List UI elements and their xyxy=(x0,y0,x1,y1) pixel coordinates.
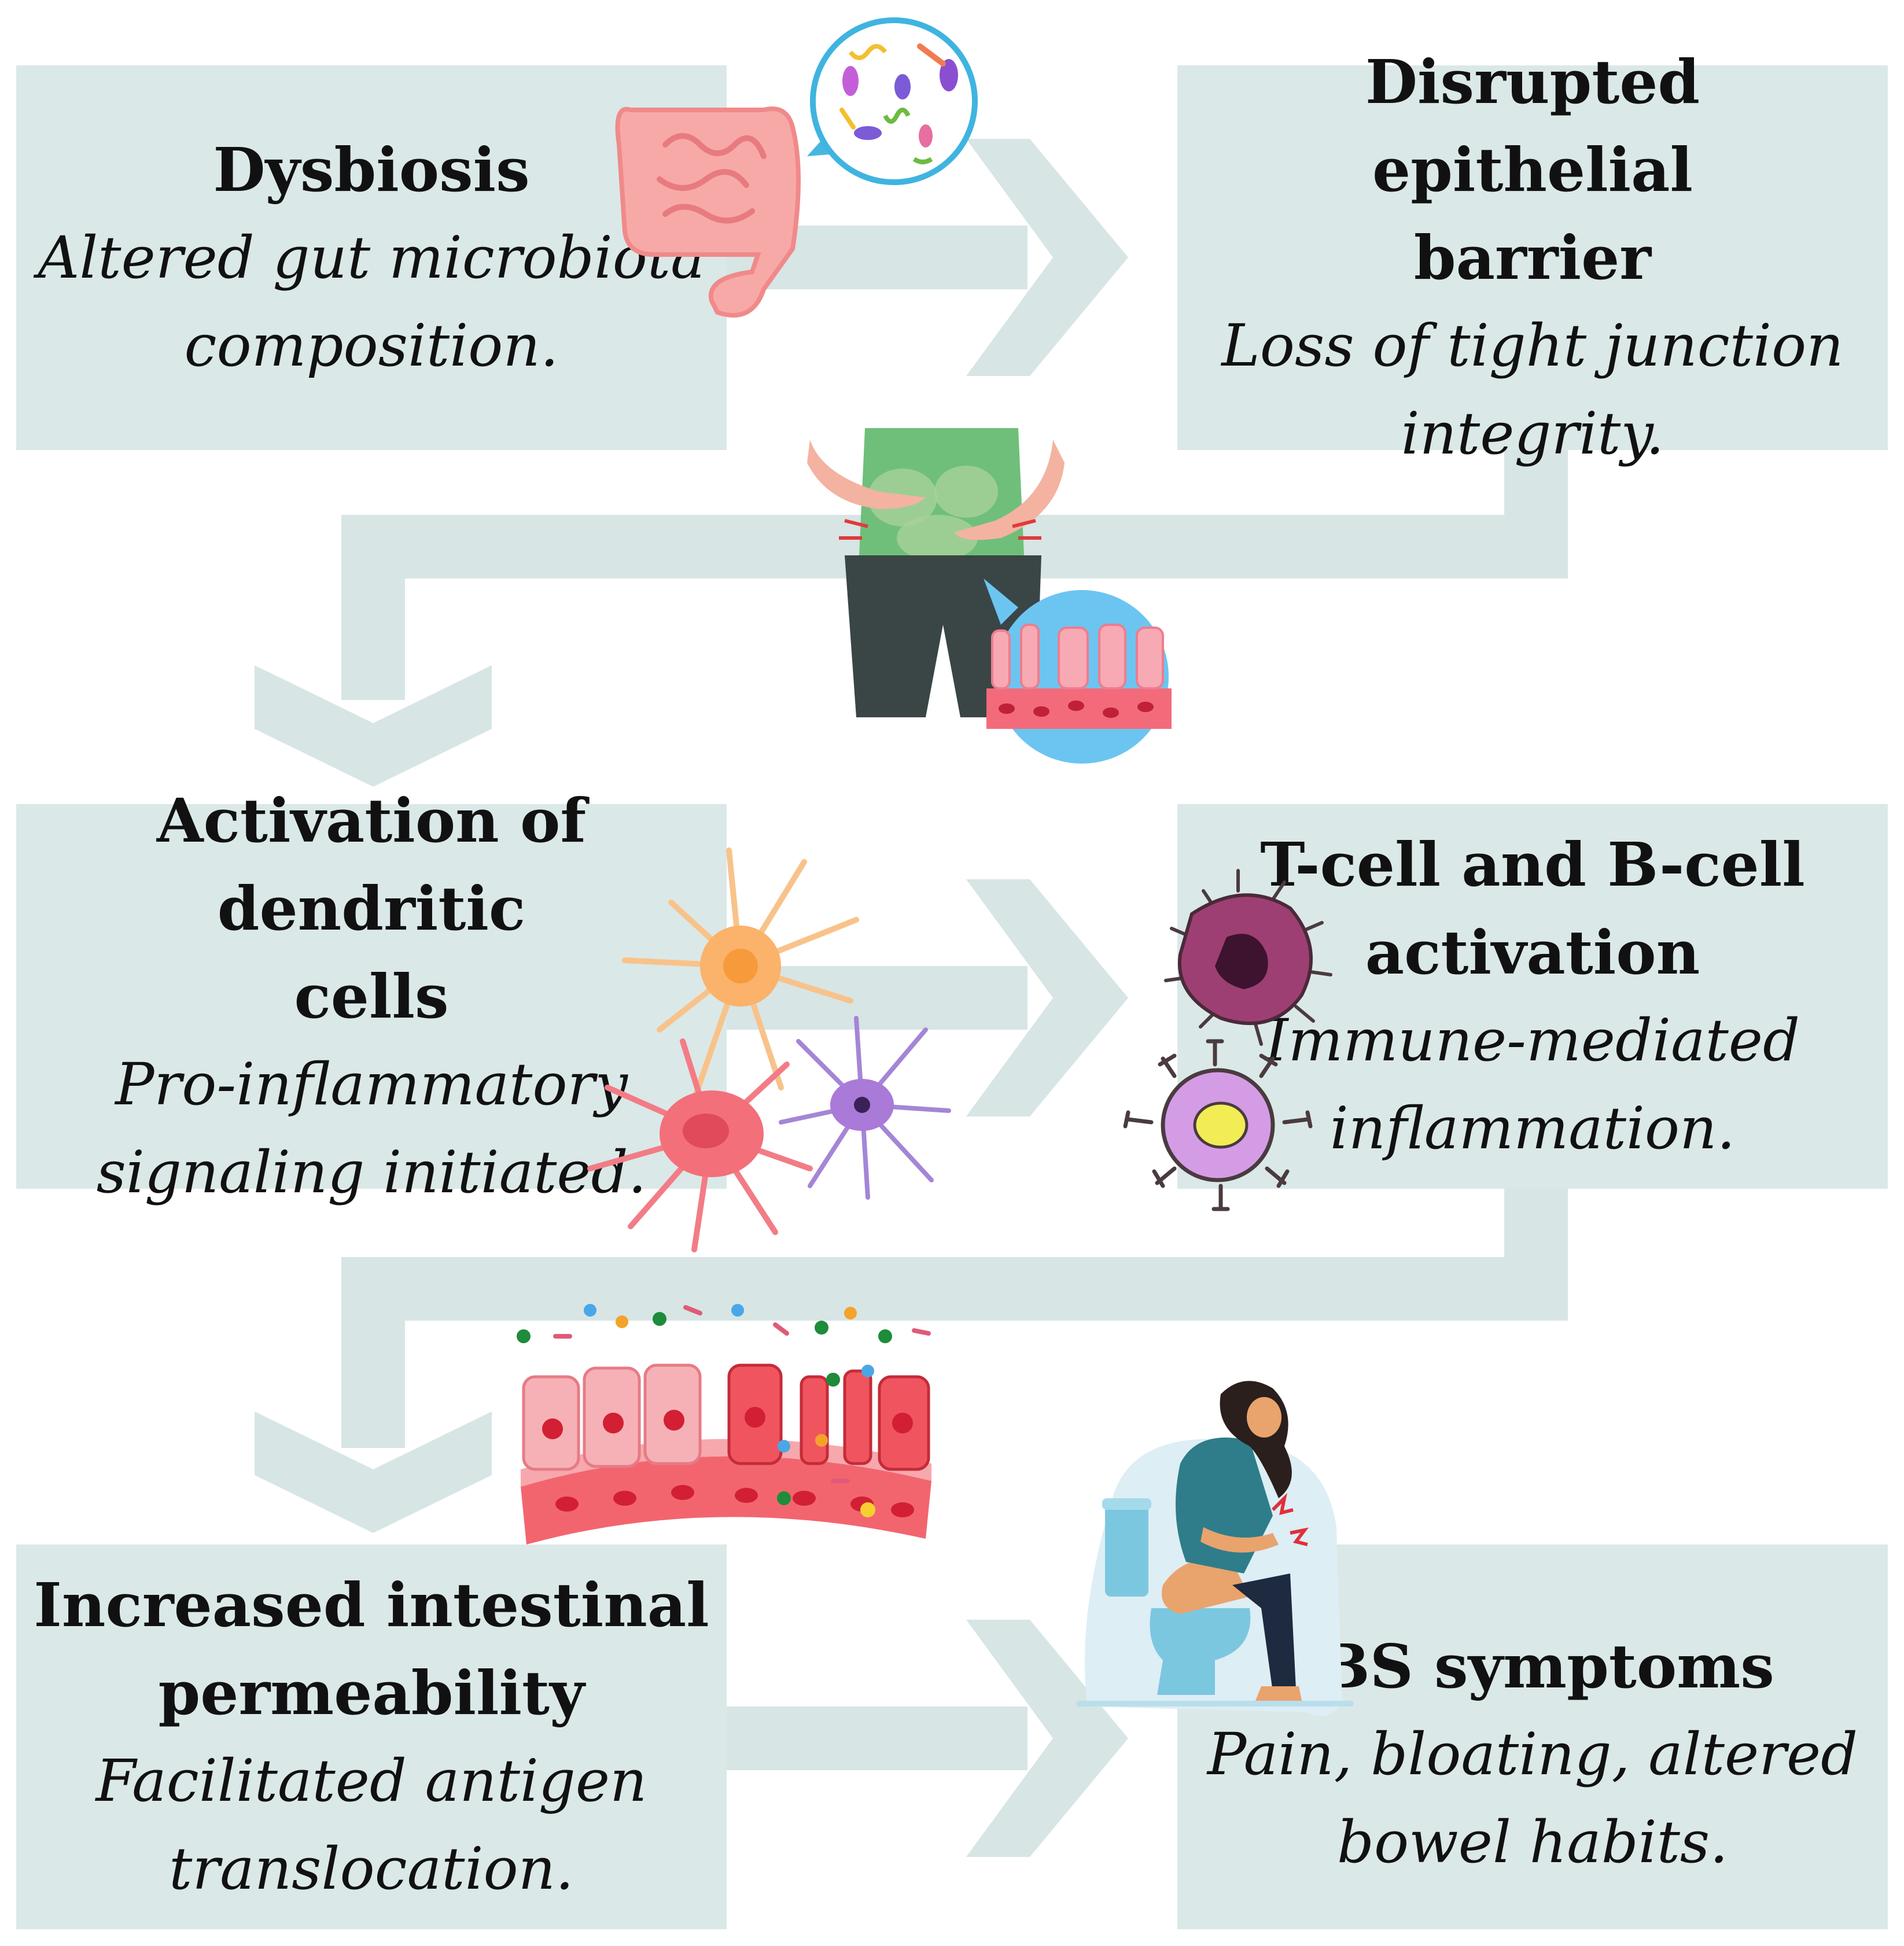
step-desc-line: Immune-mediated xyxy=(1265,1006,1800,1074)
toilet-woman-icon xyxy=(1076,1381,1354,1716)
step-desc-line: Loss of tight junction xyxy=(1221,311,1844,379)
dendritic-cells-icon xyxy=(587,847,951,1252)
leaky-gut-icon xyxy=(517,1304,931,1545)
step-desc-line: translocation. xyxy=(169,1834,574,1903)
step-desc-line: signaling initiated. xyxy=(96,1138,647,1206)
step-desc-line: Altered gut microbiota xyxy=(38,223,705,292)
step-dysbiosis: Dysbiosis Altered gut microbiota composi… xyxy=(16,65,727,450)
step-desc-line: Pain, bloating, altered xyxy=(1207,1720,1858,1788)
step-desc-line: bowel habits. xyxy=(1336,1808,1729,1876)
step-ibs-symptoms: IBS symptoms Pain, bloating, altered bow… xyxy=(1177,1545,1888,1929)
step-title-line: barrier xyxy=(1413,222,1652,293)
step-disrupted-barrier: Disrupted epithelial barrier Loss of tig… xyxy=(1177,46,1888,467)
step-desc-line: Facilitated antigen xyxy=(95,1746,647,1815)
immune-cells-icon xyxy=(1123,869,1332,1211)
step-title-line: cells xyxy=(294,960,449,1032)
step-dendritic-activation: Activation of dendritic cells Pro-inflam… xyxy=(16,785,727,1206)
step-title-line: activation xyxy=(1365,916,1700,988)
step-title-line: permeability xyxy=(158,1657,585,1728)
abdomen-pain-figure-icon xyxy=(807,428,1065,717)
arrow-group xyxy=(255,139,1568,1857)
step-title-line: T-cell and B-cell xyxy=(1260,828,1805,900)
step-desc-line: Pro-inflammatory xyxy=(115,1050,628,1118)
arrow-2-head xyxy=(255,665,492,787)
step-title: Dysbiosis xyxy=(213,134,530,205)
step-title: IBS symptoms xyxy=(1291,1630,1774,1702)
arrow-1-head xyxy=(966,139,1128,376)
step-title-line: Activation of dendritic xyxy=(156,784,587,944)
step-desc-line: integrity. xyxy=(1401,399,1664,467)
step-title-line: Disrupted epithelial xyxy=(1365,46,1700,205)
arrow-3-head xyxy=(966,879,1128,1116)
step-desc-line: composition. xyxy=(184,311,559,379)
step-desc-line: inflammation. xyxy=(1330,1094,1736,1162)
step-title-line: Increased intestinal xyxy=(34,1569,709,1641)
connector-1-drop xyxy=(341,515,405,700)
arrow-5-head xyxy=(966,1620,1128,1857)
arrow-5-shaft xyxy=(727,1707,1028,1770)
epithelium-closeup-icon xyxy=(984,578,1172,764)
connector-2-drop xyxy=(341,1257,405,1448)
bacteria-magnifier-icon xyxy=(807,17,978,185)
connector-2-horizontal xyxy=(341,1257,1568,1321)
step-intestinal-permeability: Increased intestinal permeability Facili… xyxy=(16,1545,727,1929)
intestine-icon xyxy=(615,106,801,318)
arrow-4-head xyxy=(255,1411,492,1533)
